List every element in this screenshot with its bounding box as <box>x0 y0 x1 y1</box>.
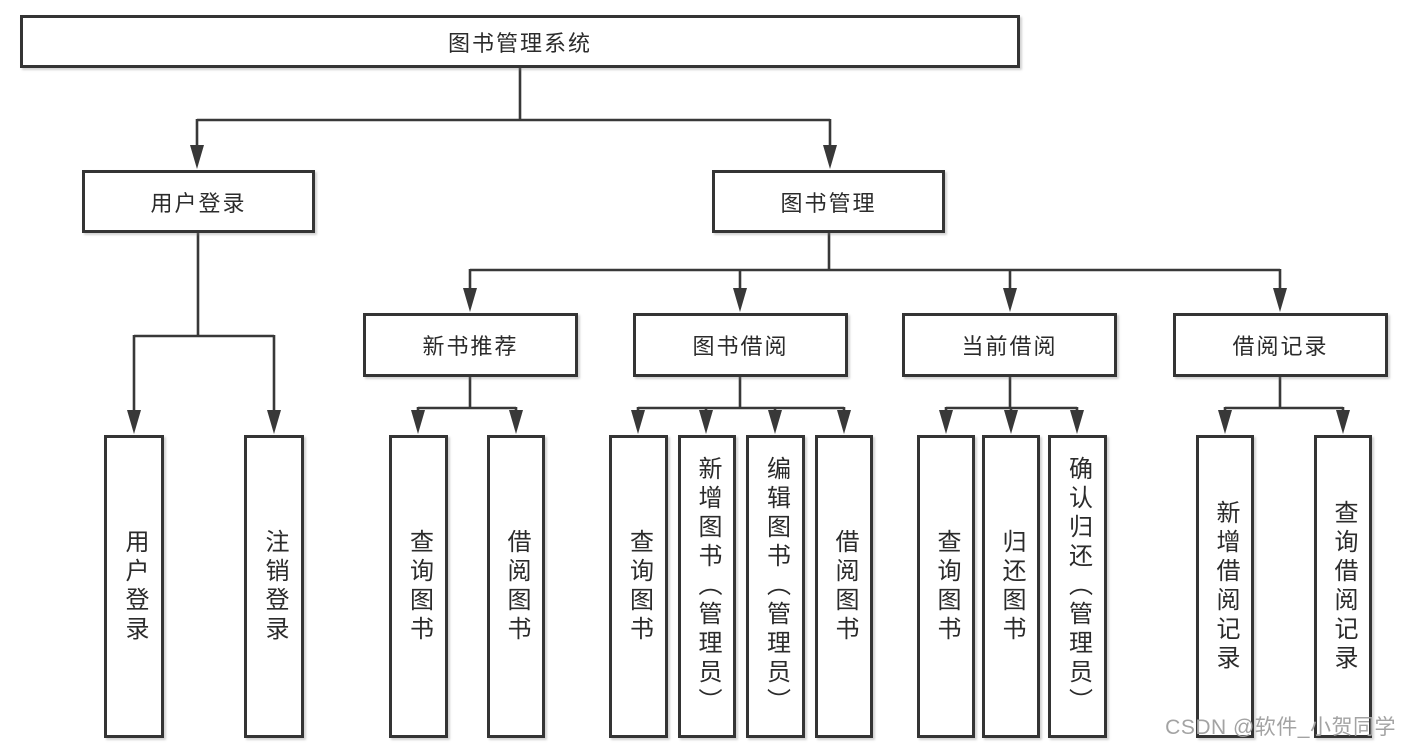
leaf-edit-books-admin: 编辑图书（管理员） <box>746 435 805 738</box>
leaf-label: 借阅图书 <box>503 528 530 645</box>
node-book-borrow-label: 图书借阅 <box>692 334 789 359</box>
leaf-query-books-current: 查询图书 <box>917 435 975 738</box>
leaf-query-borrow-record: 查询借阅记录 <box>1314 435 1372 738</box>
leaf-label: 归还图书 <box>998 528 1025 645</box>
leaf-return-books: 归还图书 <box>982 435 1040 738</box>
leaf-add-books-admin: 新增图书（管理员） <box>678 435 736 738</box>
connector-user-login-children <box>127 233 281 434</box>
leaf-label: 用户登录 <box>121 528 148 645</box>
leaf-query-books-recommend: 查询图书 <box>389 435 448 738</box>
leaf-confirm-return-admin: 确认归还（管理员） <box>1048 435 1107 738</box>
node-borrow-records-label: 借阅记录 <box>1232 334 1329 359</box>
connector-borrow-records-children <box>1218 377 1350 434</box>
leaf-label: 查询图书 <box>625 528 653 645</box>
leaf-user-login: 用户登录 <box>104 435 164 738</box>
leaf-add-borrow-record: 新增借阅记录 <box>1196 435 1254 738</box>
node-current-borrow-label: 当前借阅 <box>961 334 1058 359</box>
node-root-label: 图书管理系统 <box>447 30 592 56</box>
connector-book-borrow-children <box>631 377 851 434</box>
leaf-borrow-books: 借阅图书 <box>815 435 873 738</box>
leaf-label: 借阅图书 <box>831 528 858 645</box>
connector-current-borrow-children <box>939 377 1084 434</box>
leaf-label: 查询借阅记录 <box>1330 499 1357 674</box>
leaf-label: 查询图书 <box>405 528 433 645</box>
node-borrow-records: 借阅记录 <box>1173 313 1388 377</box>
node-new-book-recommend: 新书推荐 <box>363 313 578 377</box>
leaf-label: 查询图书 <box>933 528 960 645</box>
leaf-label: 编辑图书（管理员） <box>762 456 790 717</box>
connector-new-book-children <box>411 377 523 434</box>
node-book-borrow: 图书借阅 <box>633 313 848 377</box>
node-user-login: 用户登录 <box>82 170 315 233</box>
leaf-query-books-borrow: 查询图书 <box>609 435 668 738</box>
connector-root-to-level2 <box>190 68 837 169</box>
node-root: 图书管理系统 <box>20 15 1020 68</box>
leaf-label: 新增借阅记录 <box>1212 499 1239 674</box>
leaf-label: 新增图书（管理员） <box>694 456 721 717</box>
csdn-watermark: CSDN @软件_小贺同学 <box>1165 716 1396 739</box>
leaf-borrow-books-recommend: 借阅图书 <box>487 435 545 738</box>
node-current-borrow: 当前借阅 <box>902 313 1117 377</box>
leaf-label: 确认归还（管理员） <box>1064 456 1092 717</box>
node-new-book-recommend-label: 新书推荐 <box>422 334 519 359</box>
leaf-label: 注销登录 <box>261 528 288 645</box>
connector-book-management-children <box>463 233 1287 312</box>
node-book-management: 图书管理 <box>712 170 945 233</box>
leaf-logout: 注销登录 <box>244 435 304 738</box>
node-book-management-label: 图书管理 <box>780 190 877 216</box>
node-user-login-label: 用户登录 <box>150 190 247 216</box>
